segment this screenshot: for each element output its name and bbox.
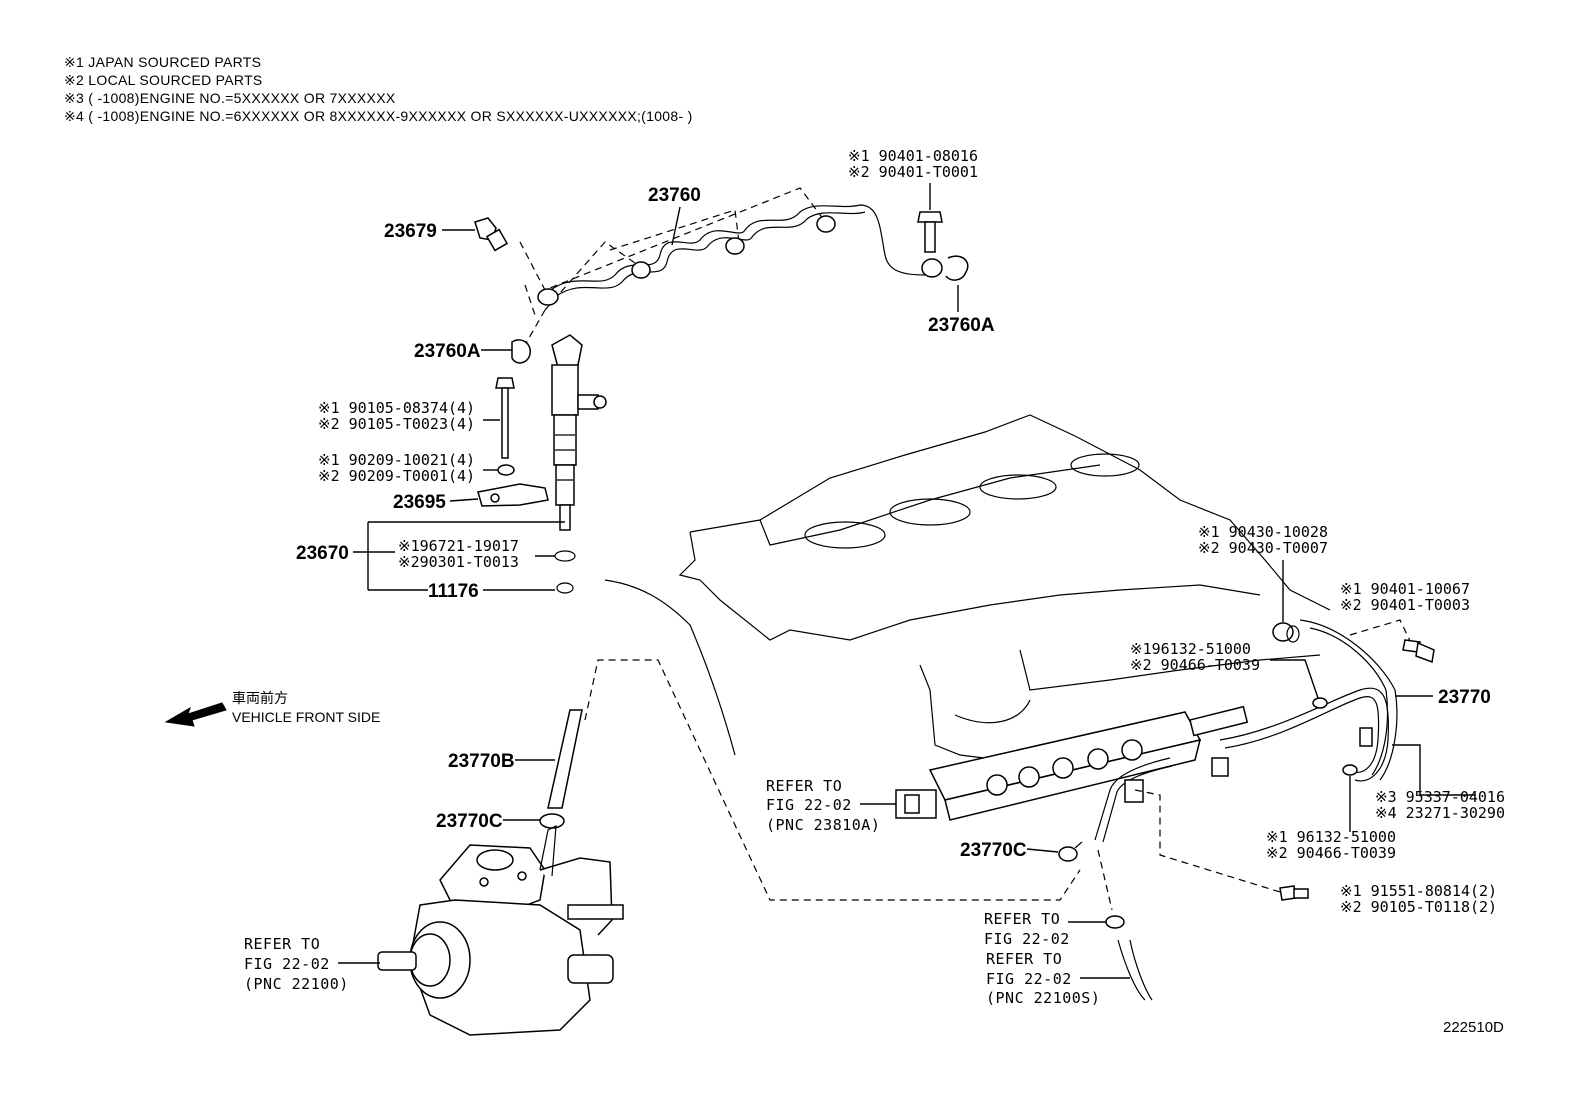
callout-oring-2: ※290301-T0013: [398, 553, 519, 571]
callout-bolt-rail-2: ※2 90401-T0003: [1340, 596, 1470, 614]
hose-clip-mid-icon: [1058, 841, 1083, 862]
callout-gasket-1: ※1 90430-10028: [1198, 523, 1328, 541]
figure-id: 222510D: [1443, 1019, 1504, 1036]
callout-clip-b-2: ※4 23271-30290: [1375, 804, 1505, 822]
clamp-23760a-right-icon: [945, 255, 969, 281]
leader-23770c-mid: [1026, 848, 1059, 853]
part-label-11176: 11176: [428, 581, 479, 602]
seal-washer-icon: [556, 582, 574, 594]
fitting-bolt-icon: [474, 217, 509, 252]
leader-bolt-rail: [1349, 619, 1413, 646]
ref-pump-3: (PNC 22100): [244, 975, 349, 993]
bolt-top-icon: [917, 211, 943, 253]
part-label-23760a-top: 23760A: [928, 315, 995, 336]
callout-bolt-top-2: ※2 90401-T0001: [848, 163, 978, 181]
hose-23770b-icon: [547, 709, 583, 809]
callout-bolt-top-1: ※1 90401-08016: [848, 147, 978, 165]
ref-hose-a-1: REFER TO: [984, 910, 1060, 928]
ref-pump-2: FIG 22-02: [244, 955, 330, 973]
callout-washer-2: ※2 90209-T0001(4): [318, 467, 475, 485]
hose-clip-c-icon: [1342, 764, 1358, 776]
leader-23695: [449, 498, 479, 502]
rail-bolt-icon: [1402, 639, 1435, 664]
injector-icon: [551, 334, 607, 531]
vehicle-front-arrow-icon: [164, 702, 227, 727]
engine-outline: [604, 414, 1331, 761]
supply-pump-icon: [377, 824, 624, 1036]
part-label-23770b: 23770B: [448, 751, 515, 772]
pipe-clamp-2: [725, 237, 745, 255]
part-label-23695: 23695: [393, 492, 446, 513]
note-local-sourced: ※2 LOCAL SOURCED PARTS: [64, 72, 263, 88]
callout-clip-a-2: ※2 90466-T0039: [1130, 656, 1260, 674]
leader-bolt-bottom: [1134, 789, 1281, 893]
bracket-23670: [353, 521, 565, 590]
ref-pump-1: REFER TO: [244, 935, 320, 953]
callout-bolt-inj-1: ※1 90105-08374(4): [318, 399, 475, 417]
injector-bolt-icon: [495, 377, 515, 459]
hose-clip-lower-icon: [1105, 915, 1125, 929]
part-label-23770c-mid: 23770C: [960, 840, 1027, 861]
note-engine-range-3: ※3 ( -1008)ENGINE NO.=5XXXXXX OR 7XXXXXX: [64, 90, 396, 106]
callout-oring-1: ※196721-19017: [398, 537, 519, 555]
connection-lower-clip: [1097, 849, 1113, 911]
leader-clip-b: [1392, 744, 1475, 796]
connection-pump-to-rail: [584, 659, 1081, 901]
gasket-icon: [1272, 622, 1300, 643]
fuel-rail-icon: [895, 705, 1249, 821]
callout-washer-1: ※1 90209-10021(4): [318, 451, 475, 469]
note-engine-range-4: ※4 ( -1008)ENGINE NO.=6XXXXXX OR 8XXXXXX…: [64, 108, 693, 124]
leader-23760: [671, 206, 681, 246]
ref-rail-2: FIG 22-02: [766, 796, 852, 814]
ref-hose-a-2: FIG 22-02: [984, 930, 1070, 948]
pipe-clamp-3: [816, 215, 836, 233]
ref-rail-3: (PNC 23810A): [766, 816, 880, 834]
note-japan-sourced: ※1 JAPAN SOURCED PARTS: [64, 54, 261, 70]
front-label-jp: 車両前方: [232, 690, 288, 706]
callout-clip-b-1: ※3 95337-04016: [1375, 788, 1505, 806]
pipe-end-1: [537, 288, 559, 306]
ref-hose-b-2: FIG 22-02: [986, 970, 1072, 988]
lower-hose-line-a: [1117, 939, 1146, 1001]
callout-bolt-inj-2: ※2 90105-T0023(4): [318, 415, 475, 433]
ref-hose-b-3: (PNC 22100S): [986, 989, 1100, 1007]
callout-clip-c-1: ※1 96132-51000: [1266, 828, 1396, 846]
callout-clip-a-1: ※196132-51000: [1130, 640, 1251, 658]
callout-gasket-2: ※2 90430-T0007: [1198, 539, 1328, 557]
part-label-23760: 23760: [648, 185, 701, 206]
pipe-clamp-right: [921, 258, 943, 278]
injector-clamp-icon: [477, 483, 549, 507]
part-label-23760a-left: 23760A: [414, 341, 481, 362]
clamp-23760a-left-icon: [511, 339, 531, 364]
lower-hose-line-b: [1129, 939, 1153, 1001]
return-pipe-23770-icon: [1094, 619, 1398, 843]
part-label-23679: 23679: [384, 221, 437, 242]
part-label-23670: 23670: [296, 543, 349, 564]
ref-hose-b-1: REFER TO: [986, 950, 1062, 968]
notes-block: ※1 JAPAN SOURCED PARTS ※2 LOCAL SOURCED …: [64, 54, 693, 124]
part-label-23770c-left: 23770C: [436, 811, 503, 832]
hose-clip-a-icon: [1312, 697, 1328, 709]
bottom-bolt-icon: [1279, 885, 1309, 901]
o-ring-icon: [554, 550, 576, 562]
callout-bolt-rail-1: ※1 90401-10067: [1340, 580, 1470, 598]
front-label-en: VEHICLE FRONT SIDE: [232, 709, 380, 725]
callout-clip-c-2: ※2 90466-T0039: [1266, 844, 1396, 862]
injection-pipe-group: [519, 187, 943, 346]
washer-icon: [497, 464, 515, 476]
part-label-23770: 23770: [1438, 687, 1491, 708]
ref-rail-1: REFER TO: [766, 777, 842, 795]
callout-bolt-bottom-1: ※1 91551-80814(2): [1340, 882, 1497, 900]
pipe-clamp-1: [631, 261, 651, 279]
callout-bolt-bottom-2: ※2 90105-T0118(2): [1340, 898, 1497, 916]
hose-clip-left-icon: [539, 813, 565, 829]
leader-clip-a: [1270, 659, 1319, 699]
